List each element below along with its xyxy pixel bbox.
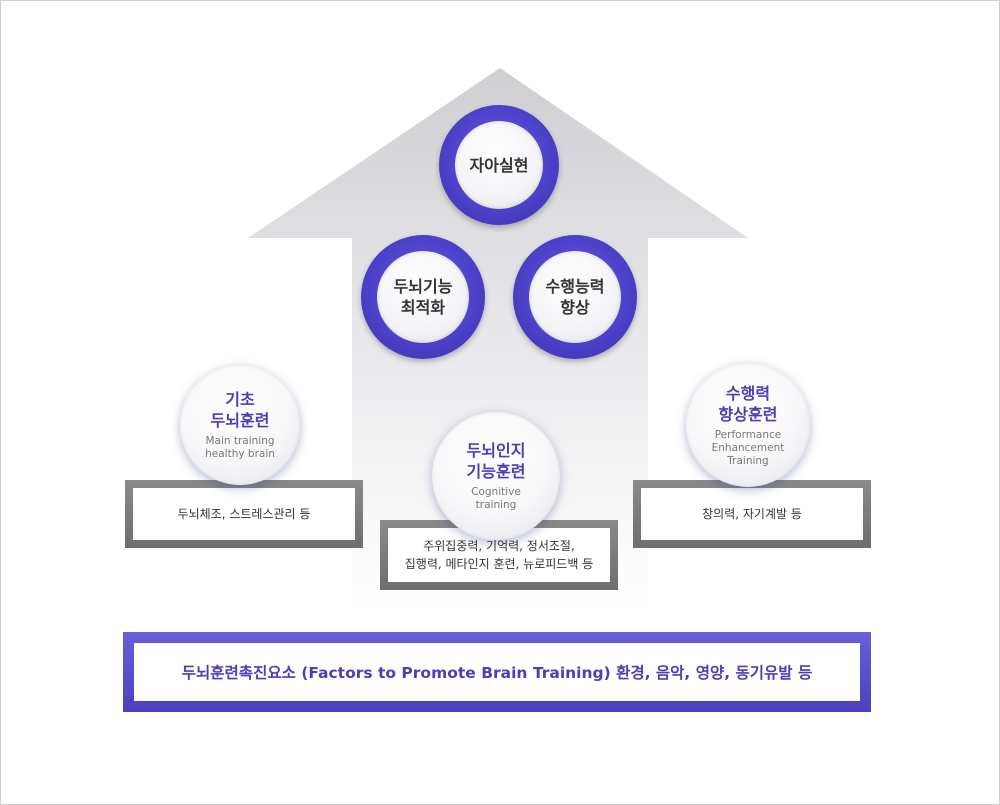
training-performance-title-1: 수행력 <box>725 383 771 403</box>
goal-performance-improvement: 수행능력 향상 <box>513 235 637 359</box>
goal-left-line-1: 두뇌기능 <box>393 277 453 296</box>
training-cognitive-title-2: 기능훈련 <box>466 462 526 481</box>
training-performance-items: 창의력, 자기계발 등 <box>702 507 802 521</box>
training-cognitive-items-2: 집행력, 메타인지 훈련, 뉴로피드백 등 <box>404 557 594 571</box>
goal-self-actualization: 자아실현 <box>439 105 559 225</box>
training-basic-subtitle-1: Main training <box>205 435 275 447</box>
foundation-label: 두뇌훈련촉진요소 (Factors to Promote Brain Train… <box>181 664 813 682</box>
training-basic-box: 두뇌체조, 스트레스관리 등 <box>125 480 363 548</box>
training-cognitive-subtitle-1: Cognitive <box>471 486 521 498</box>
training-performance-subtitle-1: Performance <box>714 428 782 441</box>
training-performance-subtitle-2: Enhancement <box>711 441 785 454</box>
goal-brain-optimization: 두뇌기능 최적화 <box>361 235 485 359</box>
training-cognitive-subtitle-2: training <box>475 499 517 511</box>
training-performance-circle: 수행력 향상훈련 Performance Enhancement Trainin… <box>686 363 810 487</box>
training-performance-title-2: 향상훈련 <box>718 404 778 424</box>
training-basic-items: 두뇌체조, 스트레스관리 등 <box>177 507 311 521</box>
training-cognitive-items-1: 주위집중력, 기억력, 정서조절, <box>423 539 575 553</box>
training-performance-subtitle-3: Training <box>727 454 769 467</box>
training-basic-title-2: 두뇌훈련 <box>210 411 270 430</box>
goal-right-line-1: 수행능력 <box>545 277 605 296</box>
foundation-bar: 두뇌훈련촉진요소 (Factors to Promote Brain Train… <box>123 632 871 712</box>
training-basic-circle: 기초 두뇌훈련 Main training healthy brain <box>180 365 300 485</box>
goal-left-line-2: 최적화 <box>400 298 446 317</box>
training-cognitive-circle: 두뇌인지 기능훈련 Cognitive training <box>432 412 560 540</box>
goal-top-label: 자아실현 <box>469 155 529 175</box>
training-basic-subtitle-2: healthy brain <box>205 448 275 460</box>
training-basic-title-1: 기초 <box>225 390 255 409</box>
training-performance-box: 창의력, 자기계발 등 <box>633 480 871 548</box>
training-cognitive-title-1: 두뇌인지 <box>466 441 526 460</box>
goal-right-line-2: 향상 <box>560 298 590 317</box>
